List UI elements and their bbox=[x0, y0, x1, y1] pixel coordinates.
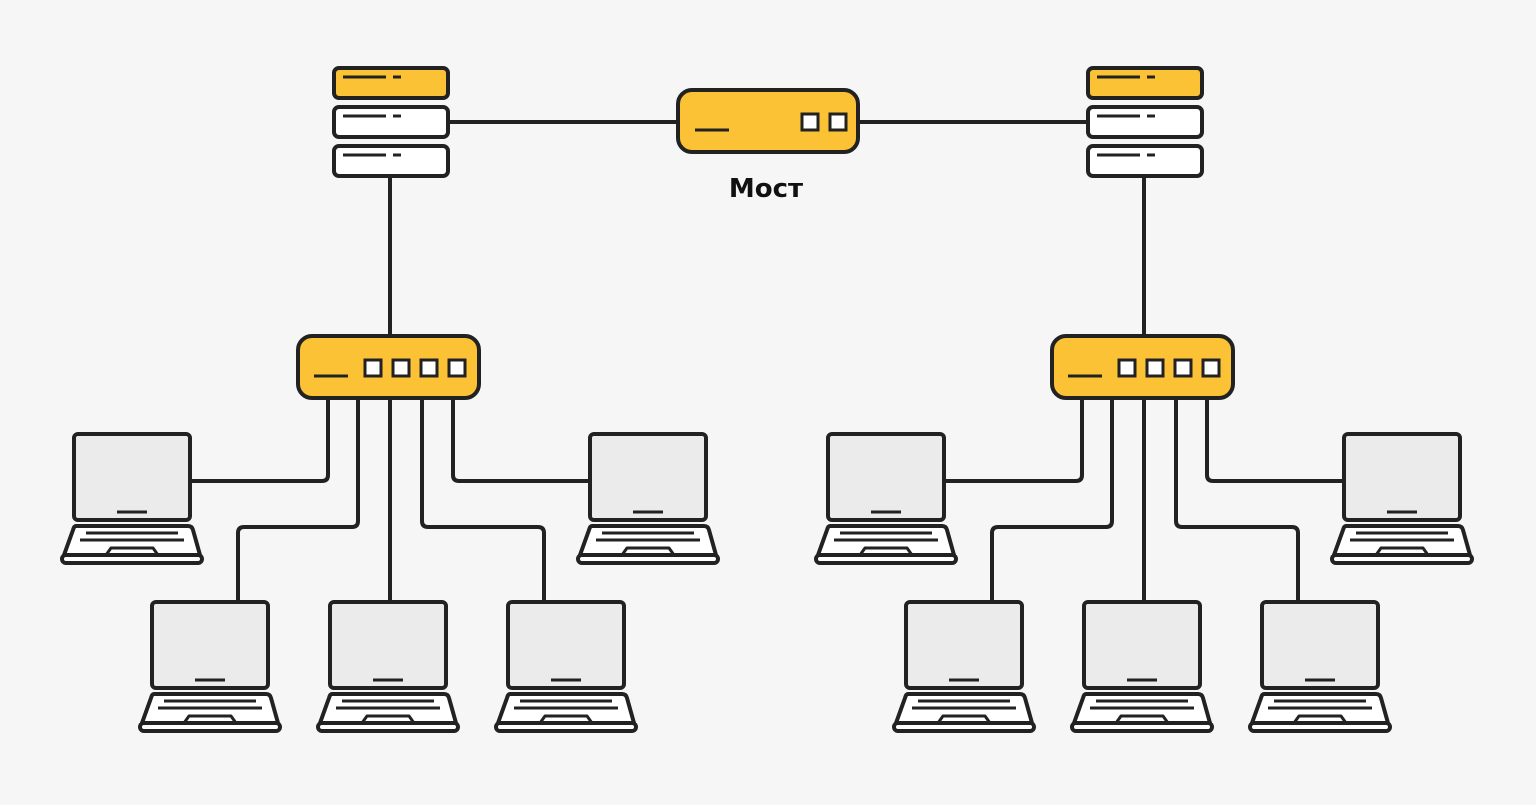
link-switch-right-to-laptop-r2 bbox=[990, 398, 1114, 602]
laptop-screen bbox=[506, 600, 626, 690]
laptop-icon bbox=[1070, 600, 1214, 733]
switch-icon bbox=[1050, 334, 1235, 400]
link-switch-right-to-laptop-r5 bbox=[1205, 398, 1344, 483]
server-unit bbox=[332, 144, 450, 178]
server-unit bbox=[1086, 66, 1204, 100]
bridge-port bbox=[828, 112, 848, 132]
laptop-icon bbox=[576, 432, 720, 565]
laptop-base-lip bbox=[814, 553, 958, 565]
server-rack-icon bbox=[1086, 66, 1204, 178]
laptop-touchpad bbox=[1374, 546, 1430, 556]
switch-port bbox=[447, 358, 467, 378]
link-switch-left-to-laptop-l1 bbox=[192, 398, 330, 483]
laptop-screen bbox=[826, 432, 946, 522]
laptop-touchpad bbox=[104, 546, 160, 556]
laptop-touchpad bbox=[936, 714, 992, 724]
laptop-icon bbox=[494, 600, 638, 733]
switch-port bbox=[1201, 358, 1221, 378]
laptop-base-lip bbox=[1330, 553, 1474, 565]
laptop-screen bbox=[588, 432, 708, 522]
laptop-base-lip bbox=[1248, 721, 1392, 733]
switch-port bbox=[391, 358, 411, 378]
laptop-screen bbox=[1082, 600, 1202, 690]
switch-port bbox=[1117, 358, 1137, 378]
switch-port bbox=[1145, 358, 1165, 378]
laptop-screen bbox=[1342, 432, 1462, 522]
server-unit bbox=[332, 66, 450, 100]
switch-port bbox=[1173, 358, 1193, 378]
laptop-icon bbox=[1248, 600, 1392, 733]
laptop-base-lip bbox=[1070, 721, 1214, 733]
laptop-icon bbox=[892, 600, 1036, 733]
laptop-touchpad bbox=[858, 546, 914, 556]
laptop-touchpad bbox=[538, 714, 594, 724]
link-switch-left-to-laptop-l5 bbox=[451, 398, 590, 483]
laptop-base-lip bbox=[138, 721, 282, 733]
switch-icon bbox=[296, 334, 481, 400]
laptop-icon bbox=[60, 432, 204, 565]
laptop-touchpad bbox=[1292, 714, 1348, 724]
laptop-base-lip bbox=[316, 721, 460, 733]
server-rack-icon bbox=[332, 66, 450, 178]
laptop-base-lip bbox=[494, 721, 638, 733]
laptop-screen bbox=[150, 600, 270, 690]
server-unit bbox=[1086, 105, 1204, 139]
laptop-screen bbox=[72, 432, 192, 522]
laptop-icon bbox=[316, 600, 460, 733]
laptop-icon bbox=[1330, 432, 1474, 565]
switch-port bbox=[419, 358, 439, 378]
bridge-body bbox=[676, 88, 860, 154]
laptop-icon bbox=[138, 600, 282, 733]
link-switch-right-to-laptop-r4 bbox=[1174, 398, 1300, 602]
laptop-base-lip bbox=[60, 553, 204, 565]
laptop-screen bbox=[904, 600, 1024, 690]
laptop-icon bbox=[814, 432, 958, 565]
switch-body bbox=[296, 334, 481, 400]
bridge-port bbox=[800, 112, 820, 132]
laptop-touchpad bbox=[182, 714, 238, 724]
laptop-base-lip bbox=[892, 721, 1036, 733]
laptop-touchpad bbox=[360, 714, 416, 724]
bridge-icon bbox=[676, 88, 860, 154]
server-unit bbox=[1086, 144, 1204, 178]
switch-port bbox=[363, 358, 383, 378]
link-switch-right-to-laptop-r1 bbox=[946, 398, 1084, 483]
switch-body bbox=[1050, 334, 1235, 400]
link-switch-left-to-laptop-l2 bbox=[236, 398, 360, 602]
laptop-touchpad bbox=[1114, 714, 1170, 724]
link-switch-left-to-laptop-l4 bbox=[420, 398, 546, 602]
nodes-layer bbox=[60, 66, 1474, 733]
bridge-label: Мост bbox=[728, 174, 804, 204]
server-unit bbox=[332, 105, 450, 139]
laptop-base-lip bbox=[576, 553, 720, 565]
links-layer bbox=[192, 120, 1344, 602]
laptop-screen bbox=[1260, 600, 1380, 690]
laptop-touchpad bbox=[620, 546, 676, 556]
laptop-screen bbox=[328, 600, 448, 690]
